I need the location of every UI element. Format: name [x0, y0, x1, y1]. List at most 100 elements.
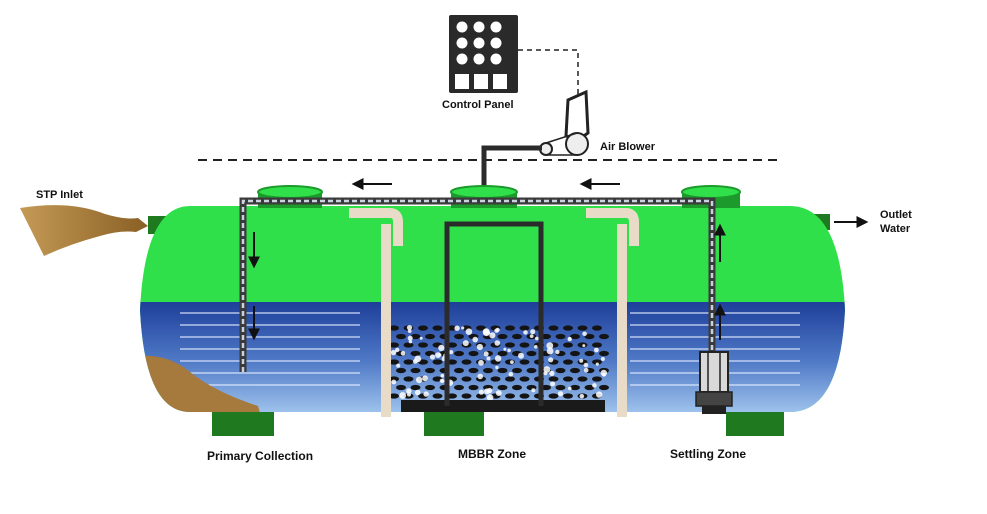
media-carrier: [519, 393, 530, 399]
air-bubble: [567, 337, 572, 342]
air-bubble: [399, 392, 407, 399]
air-bubble: [600, 357, 605, 361]
outlet-water-label-line2: Water: [880, 223, 911, 235]
media-carrier: [468, 350, 479, 357]
media-carrier: [592, 376, 602, 382]
air-bubble: [510, 360, 514, 364]
air-bubble: [486, 394, 494, 401]
tank-leg-right: [726, 412, 784, 436]
media-carrier: [519, 376, 530, 382]
media-carrier: [519, 325, 530, 331]
media-carrier: [389, 376, 399, 382]
media-carrier: [389, 393, 399, 399]
media-carrier: [497, 367, 508, 374]
media-carrier: [584, 384, 595, 391]
air-bubble: [416, 376, 423, 384]
media-carrier: [418, 325, 428, 331]
media-carrier: [410, 367, 421, 374]
air-bubble: [508, 372, 514, 377]
media-carrier: [476, 393, 486, 399]
air-bubble: [390, 349, 397, 356]
media-carrier: [410, 350, 421, 357]
air-bubble: [476, 343, 483, 351]
media-carrier: [432, 393, 443, 399]
media-carrier: [468, 367, 479, 374]
air-bubble: [407, 329, 412, 333]
air-bubble: [583, 362, 589, 368]
aeration-frame: [444, 221, 544, 406]
air-bubble: [407, 335, 413, 341]
air-bubble: [529, 334, 534, 338]
air-bubble: [523, 330, 528, 335]
media-carrier: [497, 350, 508, 357]
media-carrier: [555, 333, 566, 340]
media-carrier: [570, 384, 580, 391]
air-bubble: [477, 373, 484, 380]
air-bubble: [555, 349, 560, 355]
air-bubble: [535, 336, 539, 341]
media-carrier: [410, 333, 421, 340]
air-bubble: [472, 336, 479, 343]
media-carrier: [599, 384, 609, 391]
air-bubble: [530, 329, 536, 335]
media-carrier: [389, 342, 399, 348]
media-carrier: [563, 342, 573, 348]
media-carrier: [396, 384, 406, 391]
media-carrier: [563, 393, 573, 399]
air-bubble: [550, 381, 556, 387]
air-bubble: [568, 386, 572, 391]
air-bubble: [495, 390, 502, 396]
media-carrier: [425, 367, 435, 374]
media-carrier: [461, 393, 472, 399]
mbbr-zone-label: MBBR Zone: [458, 447, 526, 461]
media-carrier: [454, 367, 464, 374]
air-bubble: [406, 325, 413, 331]
media-carrier: [497, 333, 508, 340]
air-bubble: [546, 347, 554, 355]
media-carrier: [592, 342, 602, 348]
tank-leg-middle: [424, 412, 484, 436]
media-carrier: [418, 342, 428, 348]
media-carrier: [468, 384, 479, 391]
media-carrier: [526, 367, 537, 374]
stp-inlet-label: STP Inlet: [36, 189, 83, 201]
air-bubble: [422, 375, 428, 382]
air-bubble: [494, 340, 501, 346]
media-carrier: [512, 333, 522, 340]
tank-leg-left: [212, 412, 274, 436]
media-carrier: [592, 359, 602, 365]
media-carrier: [505, 393, 515, 399]
media-carrier: [584, 350, 595, 357]
air-bubble: [391, 379, 397, 385]
air-bubble: [413, 359, 418, 364]
inlet-flow: [20, 205, 148, 256]
media-carrier: [563, 359, 573, 365]
air-bubble: [507, 348, 511, 353]
media-carrier: [505, 342, 515, 348]
media-carrier: [563, 325, 573, 331]
manhole-middle: [450, 185, 518, 208]
media-carrier: [570, 367, 580, 374]
air-bubble: [478, 359, 484, 366]
media-carrier: [555, 367, 566, 374]
control-wire: [518, 49, 579, 95]
air-bubble: [546, 342, 554, 350]
media-carrier: [599, 333, 609, 340]
air-bubble: [440, 373, 445, 378]
air-bubble: [483, 351, 489, 357]
primary-collection-label: Primary Collection: [207, 449, 313, 463]
air-bubble: [531, 388, 536, 393]
media-carrier: [563, 376, 573, 382]
media-carrier: [577, 376, 588, 382]
air-bubble: [400, 350, 406, 356]
air-bubble: [595, 362, 599, 366]
media-carrier: [425, 333, 435, 340]
media-carrier: [548, 393, 559, 399]
air-bubble: [439, 378, 444, 383]
media-carrier: [403, 342, 414, 348]
sludge-return-pipe: [239, 197, 716, 404]
air-bubble: [407, 392, 411, 397]
air-bubble: [478, 389, 484, 395]
media-carrier: [389, 359, 399, 365]
media-carrier: [512, 367, 522, 374]
